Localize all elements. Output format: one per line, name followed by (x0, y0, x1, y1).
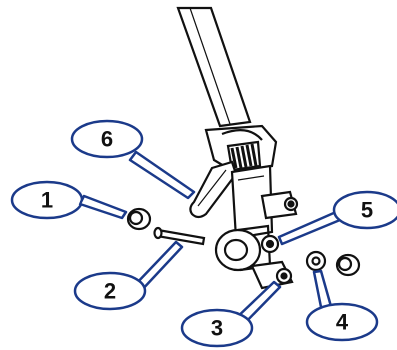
part-1-cap (126, 207, 152, 231)
lever-handle (189, 160, 238, 219)
main-tube (176, 6, 252, 128)
callout-1: 1 (10, 180, 128, 220)
part-2-pin (153, 226, 206, 246)
callout-5-label: 5 (361, 198, 373, 223)
callout-3-label: 3 (211, 316, 223, 341)
callout-2-label: 2 (104, 279, 116, 304)
sleeve (335, 253, 361, 277)
callout-4: 4 (305, 269, 379, 342)
callout-6: 6 (70, 119, 196, 200)
callout-6-label: 6 (101, 127, 113, 152)
upper-clamp (204, 124, 278, 174)
callout-3: 3 (180, 280, 282, 348)
part-4-washer (305, 250, 327, 272)
callout-1-label: 1 (41, 188, 53, 213)
lower-housing (214, 164, 299, 290)
callout-4-label: 4 (336, 310, 349, 335)
callout-5: 5 (277, 190, 397, 246)
callout-2: 2 (73, 240, 184, 311)
